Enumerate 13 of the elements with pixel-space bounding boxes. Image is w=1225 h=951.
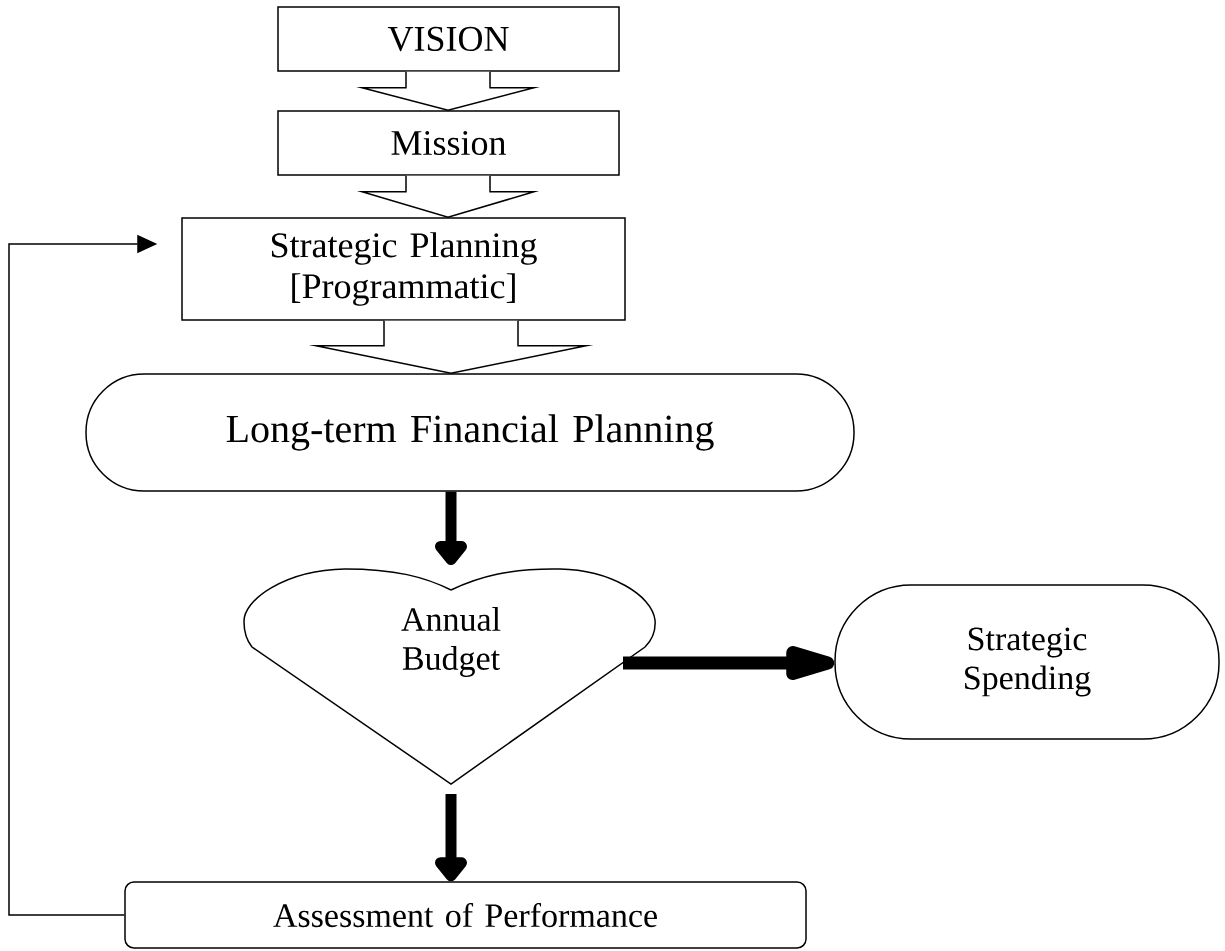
block-arrow	[356, 71, 540, 112]
process-box: Mission	[277, 110, 620, 176]
rounded-box: Long-term Financial Planning	[85, 373, 855, 492]
process-box: VISION	[277, 6, 620, 72]
block-arrow	[356, 175, 540, 219]
process-box: Strategic Planning [Programmatic]	[181, 217, 626, 321]
rounded-box: Strategic Spending	[834, 584, 1220, 740]
arrow	[435, 491, 467, 565]
heart-shape: Annual Budget	[243, 568, 656, 785]
arrow	[435, 794, 467, 882]
rounded-box: Assessment of Performance	[124, 881, 807, 949]
block-arrow	[308, 320, 594, 375]
arrow	[623, 646, 835, 680]
